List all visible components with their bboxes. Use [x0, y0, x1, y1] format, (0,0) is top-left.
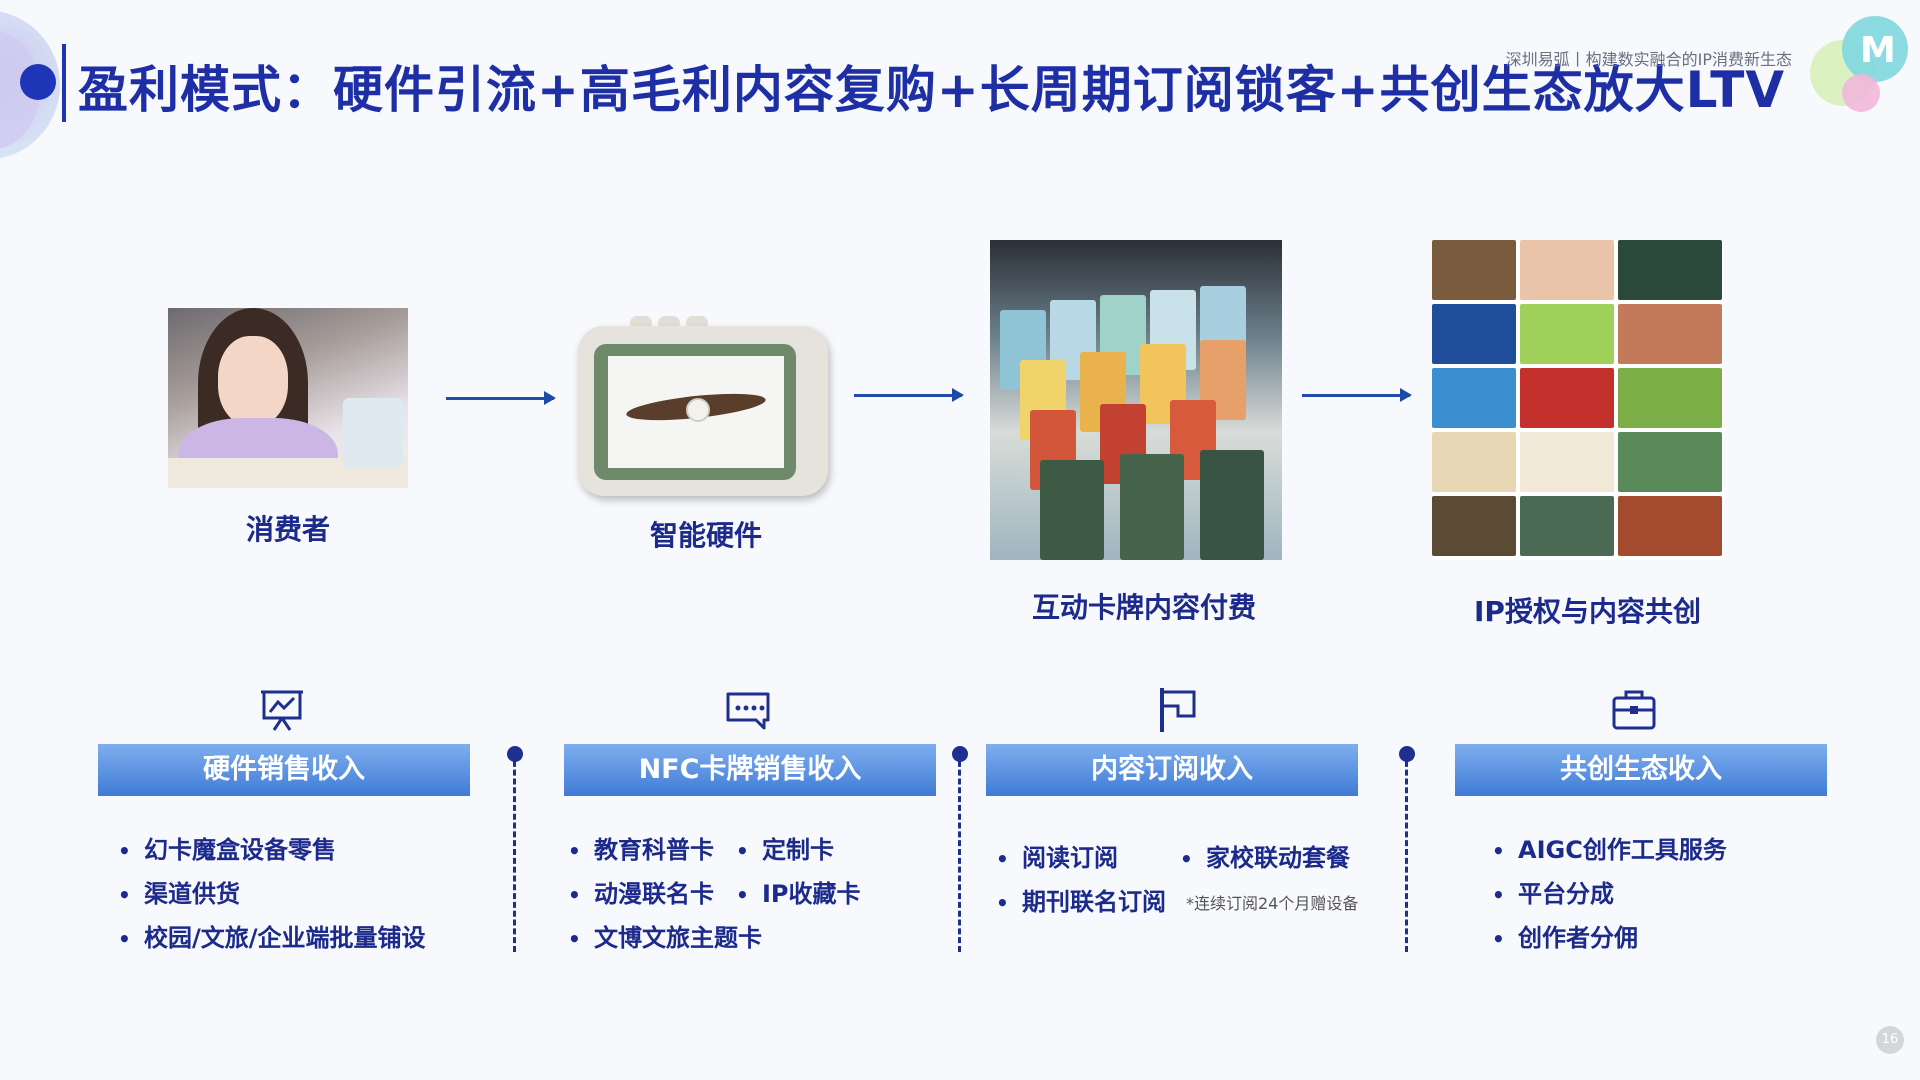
- flow-arrow-2: [854, 388, 964, 402]
- flow-label-ip: IP授权与内容共创: [1474, 595, 1701, 628]
- briefcase-icon: [1612, 690, 1656, 730]
- ip-collage-image: [1432, 240, 1724, 560]
- category-ecosystem: 共创生态收入: [1455, 744, 1827, 796]
- flow-label-device: 智能硬件: [650, 519, 763, 552]
- list-item: •IP收藏卡: [736, 880, 861, 908]
- list-item: •文博文旅主题卡: [568, 924, 762, 952]
- flow-arrow-3: [1302, 388, 1412, 402]
- list-item: •渠道供货: [118, 880, 240, 908]
- page-number: 16: [1876, 1026, 1904, 1054]
- list-item: •创作者分佣: [1492, 924, 1638, 952]
- list-item: •阅读订阅: [996, 844, 1118, 872]
- flag-icon: [1160, 688, 1196, 732]
- flow-label-cards: 互动卡牌内容付费: [1032, 591, 1257, 624]
- separator-2: [958, 752, 961, 952]
- brand-logo: M: [1802, 12, 1912, 112]
- chat-bubble-icon: [726, 692, 770, 730]
- title-dot: [20, 64, 56, 100]
- category-nfc: NFC卡牌销售收入: [564, 744, 936, 796]
- card-display-image: [990, 240, 1282, 560]
- list-item: •AIGC创作工具服务: [1492, 836, 1727, 864]
- presentation-chart-icon: [261, 690, 303, 731]
- page-title: 盈利模式：硬件引流+高毛利内容复购+长周期订阅锁客+共创生态放大LTV: [78, 61, 1786, 119]
- consumer-image: [168, 308, 408, 488]
- list-item: •校园/文旅/企业端批量铺设: [118, 924, 426, 952]
- smart-device-image: [578, 316, 830, 500]
- separator-3: [1405, 752, 1408, 952]
- logo-letter: M: [1860, 30, 1896, 71]
- category-subscription: 内容订阅收入: [986, 744, 1358, 796]
- list-item: •定制卡: [736, 836, 834, 864]
- separator-1: [513, 752, 516, 952]
- list-item: •期刊联名订阅: [996, 888, 1166, 916]
- flow-arrow-1: [446, 391, 556, 405]
- list-item: •幻卡魔盒设备零售: [118, 836, 336, 864]
- title-bar: [62, 44, 66, 122]
- flow-label-consumer: 消费者: [246, 513, 331, 546]
- subscription-note: *连续订阅24个月赠设备: [1186, 894, 1359, 913]
- list-item: •动漫联名卡: [568, 880, 714, 908]
- brand-tagline: 深圳易弧丨构建数实融合的IP消费新生态: [1505, 50, 1792, 69]
- category-hardware: 硬件销售收入: [98, 744, 470, 796]
- list-item: •平台分成: [1492, 880, 1614, 908]
- list-item: •家校联动套餐: [1180, 844, 1350, 872]
- list-item: •教育科普卡: [568, 836, 714, 864]
